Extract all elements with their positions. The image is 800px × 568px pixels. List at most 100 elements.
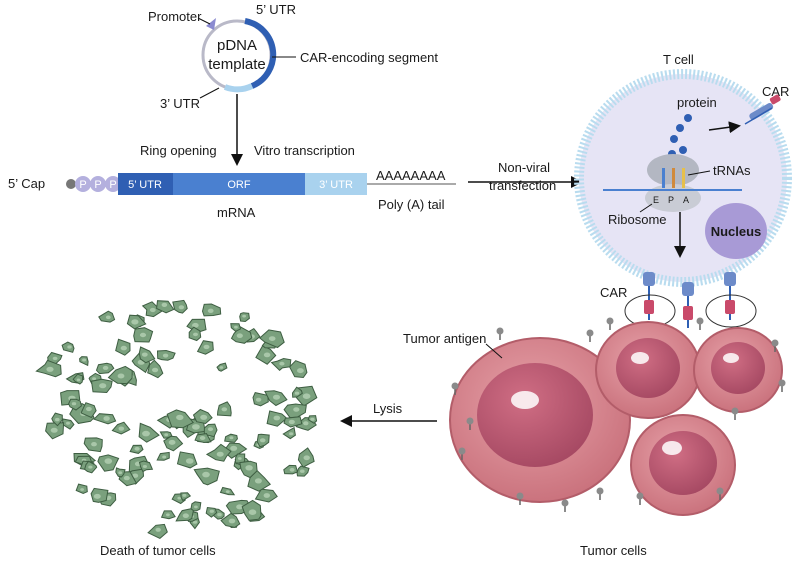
dead-cell-nucleus xyxy=(194,505,198,509)
dead-cell-nucleus xyxy=(207,308,214,313)
tumor-antigen-6 xyxy=(596,487,604,500)
dead-cell-nucleus xyxy=(217,512,222,517)
dead-cell-nucleus xyxy=(155,527,161,532)
orf-segment-label: ORF xyxy=(227,179,251,191)
dead-cell-nucleus xyxy=(237,457,242,460)
dead-cell-nucleus xyxy=(207,427,214,432)
dead-cell-nucleus xyxy=(263,493,270,498)
dead-cell-nucleus xyxy=(118,426,125,431)
dead-cell-nucleus xyxy=(161,302,168,307)
tumor-antigen-label: Tumor antigen xyxy=(403,331,486,346)
dead-cell-nucleus xyxy=(182,493,187,497)
utr3-segment-label: 3’ UTR xyxy=(319,179,353,191)
dead-cell-nucleus xyxy=(105,315,111,320)
phosphate-2 xyxy=(90,176,106,192)
dead-cell-nucleus xyxy=(229,436,234,440)
dead-cell-nucleus xyxy=(263,352,271,358)
dead-cell-nucleus xyxy=(55,417,60,422)
tumor-cell-bottom xyxy=(630,414,736,516)
dead-cell-nucleus xyxy=(302,393,311,400)
phosphate-label-1: P xyxy=(79,179,86,191)
site-e: E xyxy=(653,195,659,205)
tumor-antigen-9 xyxy=(778,379,786,392)
dead-cell-nucleus xyxy=(209,509,214,513)
utr3-leader xyxy=(199,87,220,99)
car-segment-label: CAR-encoding segment xyxy=(300,50,438,65)
plasmid-utr5-label: 5’ UTR xyxy=(256,2,296,17)
dead-cell-nucleus xyxy=(99,383,107,389)
dead-cell-nucleus xyxy=(162,353,169,358)
dead-cell-nucleus xyxy=(168,439,176,445)
tumor-antigen-4 xyxy=(516,492,524,505)
dead-cell-nucleus xyxy=(82,358,87,362)
protein-arrow xyxy=(708,121,741,134)
tumor-cells xyxy=(449,317,786,516)
dead-cell-cluster xyxy=(35,299,318,539)
dead-cell-nucleus xyxy=(228,518,236,524)
dead-cell-nucleus xyxy=(139,332,147,338)
tumor-cell-top xyxy=(595,321,701,419)
dead-cell-nucleus xyxy=(254,478,262,484)
dead-cell-nucleus xyxy=(234,325,238,329)
dead-cell-nucleus xyxy=(192,424,200,430)
dead-cell-nucleus xyxy=(185,458,194,464)
dead-cell-nucleus xyxy=(178,305,185,310)
dead-cell-nucleus xyxy=(88,465,93,469)
tumor-cell-right xyxy=(693,327,783,413)
dead-cell-nucleus xyxy=(117,373,125,379)
dead-cell-nucleus xyxy=(134,446,140,451)
tumor-antigen-leader xyxy=(485,343,503,359)
dead-cell-nucleus xyxy=(67,345,72,349)
transfection-label-1: Non-viral xyxy=(498,160,550,175)
dead-cell-nucleus xyxy=(131,319,139,325)
dead-cell-nucleus xyxy=(193,332,198,337)
dead-cell-nucleus xyxy=(294,391,300,395)
tumor-cells-label: Tumor cells xyxy=(580,543,647,558)
plasmid-group: pDNA template Promoter 5’ UTR CAR-encodi… xyxy=(148,2,438,111)
dead-cell-nucleus xyxy=(300,469,305,473)
dead-cell-nucleus xyxy=(132,473,139,478)
dead-cell-nucleus xyxy=(219,366,224,369)
dead-cell-nucleus xyxy=(118,471,123,475)
protein-bead-1 xyxy=(684,114,692,122)
dead-cell-nucleus xyxy=(289,467,295,472)
dead-cell-nucleus xyxy=(52,356,58,361)
tumor-antigen-7 xyxy=(696,317,704,330)
dead-cell-nucleus xyxy=(86,406,92,412)
dead-cell-nucleus xyxy=(166,513,170,517)
dead-cell-nucleus xyxy=(216,451,224,457)
dead-cell-nucleus xyxy=(242,314,247,318)
dead-cell-nucleus xyxy=(259,438,266,443)
death-label: Death of tumor cells xyxy=(100,543,216,558)
dead-cell-nucleus xyxy=(236,333,243,339)
dead-cell-nucleus xyxy=(149,307,156,313)
dead-cell-nucleus xyxy=(66,421,70,425)
cap-label: 5’ Cap xyxy=(8,176,45,191)
dead-cell-nucleus xyxy=(236,504,244,510)
phosphate-label-3: P xyxy=(109,179,116,191)
dead-cell-nucleus xyxy=(182,513,189,518)
membrane-car-2 xyxy=(682,282,694,328)
dead-cell-nucleus xyxy=(102,365,109,370)
dead-cell-nucleus xyxy=(199,436,206,440)
dead-cell-nucleus xyxy=(152,367,159,373)
ribosome-label: Ribosome xyxy=(608,212,667,227)
plasmid-car-arc xyxy=(244,18,277,89)
protein-label: protein xyxy=(677,95,717,110)
phosphate-3 xyxy=(105,176,121,192)
utr3-segment xyxy=(305,173,367,195)
tumor-antigen-3 xyxy=(496,327,504,340)
dead-cell-nucleus xyxy=(141,352,148,357)
dead-cell-nucleus xyxy=(50,427,58,433)
dead-cell-nucleus xyxy=(142,430,150,437)
tumor-antigen-10 xyxy=(731,407,739,420)
dead-cell-nucleus xyxy=(162,455,167,459)
dead-cell-nucleus xyxy=(255,397,262,402)
dead-cell-nucleus xyxy=(123,475,130,481)
dead-cell-nucleus xyxy=(177,496,182,500)
dead-cell-nucleus xyxy=(93,493,101,499)
promoter-label: Promoter xyxy=(148,9,202,24)
protein-bead-2 xyxy=(676,124,684,132)
dead-cell-nucleus xyxy=(273,415,281,421)
